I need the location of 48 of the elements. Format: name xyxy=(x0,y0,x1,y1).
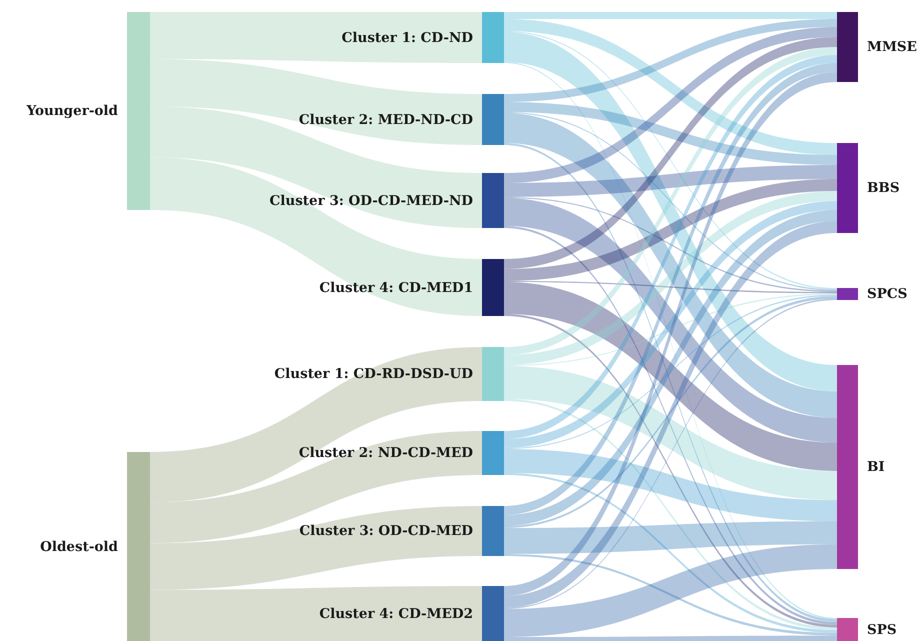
flow-band xyxy=(504,293,837,366)
flow-band xyxy=(504,281,837,294)
flow-band xyxy=(504,12,837,19)
flow-band xyxy=(504,636,837,641)
flow-band xyxy=(504,19,837,102)
flow-band xyxy=(504,521,837,554)
flow-band xyxy=(150,506,482,590)
flow-band xyxy=(150,106,482,228)
flow-band xyxy=(504,294,837,449)
flow-band xyxy=(504,197,837,292)
node-label: BI xyxy=(867,459,885,475)
node-label: SPCS xyxy=(867,286,908,302)
flow-band xyxy=(504,27,837,183)
flow-band xyxy=(150,59,482,145)
flow-band xyxy=(150,12,482,63)
node-label: Cluster 4: CD-MED2 xyxy=(319,606,473,622)
node-label: Oldest-old xyxy=(40,538,118,554)
node-label: Cluster 2: MED-ND-CD xyxy=(298,112,473,128)
flow-band xyxy=(504,282,837,471)
node-label: Cluster 3: OD-CD-MED-ND xyxy=(270,192,473,208)
node-label: Cluster 1: CD-RD-DSD-UD xyxy=(274,366,473,382)
node-label: Cluster 2: ND-CD-MED xyxy=(298,445,473,461)
flow-band xyxy=(504,19,837,155)
flow-band xyxy=(504,473,837,633)
node-label: Cluster 3: OD-CD-MED xyxy=(299,523,473,539)
node-label: SPS xyxy=(867,622,897,638)
flow-band xyxy=(504,102,837,165)
flow-band xyxy=(504,113,837,418)
node-label: Younger-old xyxy=(26,103,118,119)
node-label: Cluster 4: CD-MED1 xyxy=(319,280,473,296)
flow-band xyxy=(504,210,837,526)
node-label: MMSE xyxy=(867,39,917,55)
flow-band xyxy=(504,296,837,528)
node-label: BBS xyxy=(867,180,900,196)
flow-band xyxy=(150,586,482,641)
flow-band xyxy=(504,63,837,515)
flow-band xyxy=(504,366,837,500)
flow-band xyxy=(504,179,837,281)
flow-band xyxy=(150,431,482,544)
flow-band xyxy=(150,347,482,502)
flow-band xyxy=(504,112,837,291)
flow-band xyxy=(504,55,837,439)
flow-band xyxy=(504,165,837,197)
flow-band xyxy=(504,449,837,522)
node-label: Cluster 1: CD-ND xyxy=(342,30,473,46)
flow-band xyxy=(150,157,482,316)
flow-band xyxy=(504,399,837,630)
flow-band xyxy=(504,191,837,365)
